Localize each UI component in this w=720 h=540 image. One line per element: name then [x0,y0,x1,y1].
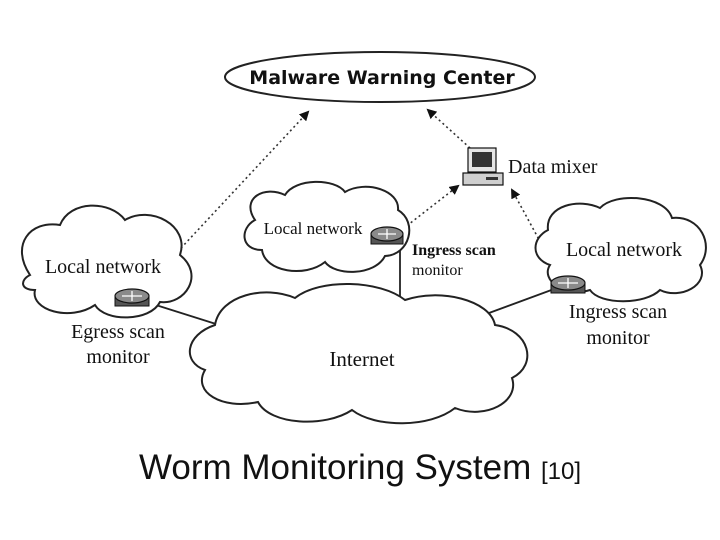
internet-cloud: Internet [188,283,529,425]
local-network-right-label: Local network [566,239,682,261]
ingress-middle-label-line2: monitor [412,262,463,279]
egress-monitor-label-line2: monitor [86,346,150,368]
local-network-middle-cloud: Local network [243,180,411,273]
ingress-middle-router-icon [370,226,404,245]
caption-reference: [10] [540,458,581,485]
arrow-mixer-to-center [426,108,471,149]
data-mixer-label: Data mixer [508,156,598,178]
ingress-right-router-icon [550,275,586,294]
egress-router-icon [114,288,150,307]
local-network-middle-label: Local network [264,219,363,238]
caption-title: Worm Monitoring System [139,448,532,487]
data-mixer-computer-icon [462,147,504,186]
arrow-ingress-middle-to-mixer [394,184,460,236]
egress-monitor-label-line1: Egress scan [71,321,165,343]
ingress-middle-label-line1: Ingress scan [412,242,496,259]
malware-warning-center: Malware Warning Center [224,51,536,103]
malware-warning-center-label: Malware Warning Center [249,67,515,89]
local-network-right-cloud: Local network [534,196,707,303]
local-network-left-label: Local network [45,256,161,278]
ingress-right-label-line2: monitor [586,327,650,349]
internet-label: Internet [329,347,394,371]
figure-caption: Worm Monitoring System [10] [0,448,720,488]
ingress-right-label-line1: Ingress scan [569,301,667,323]
local-network-left-cloud: Local network [20,204,193,319]
